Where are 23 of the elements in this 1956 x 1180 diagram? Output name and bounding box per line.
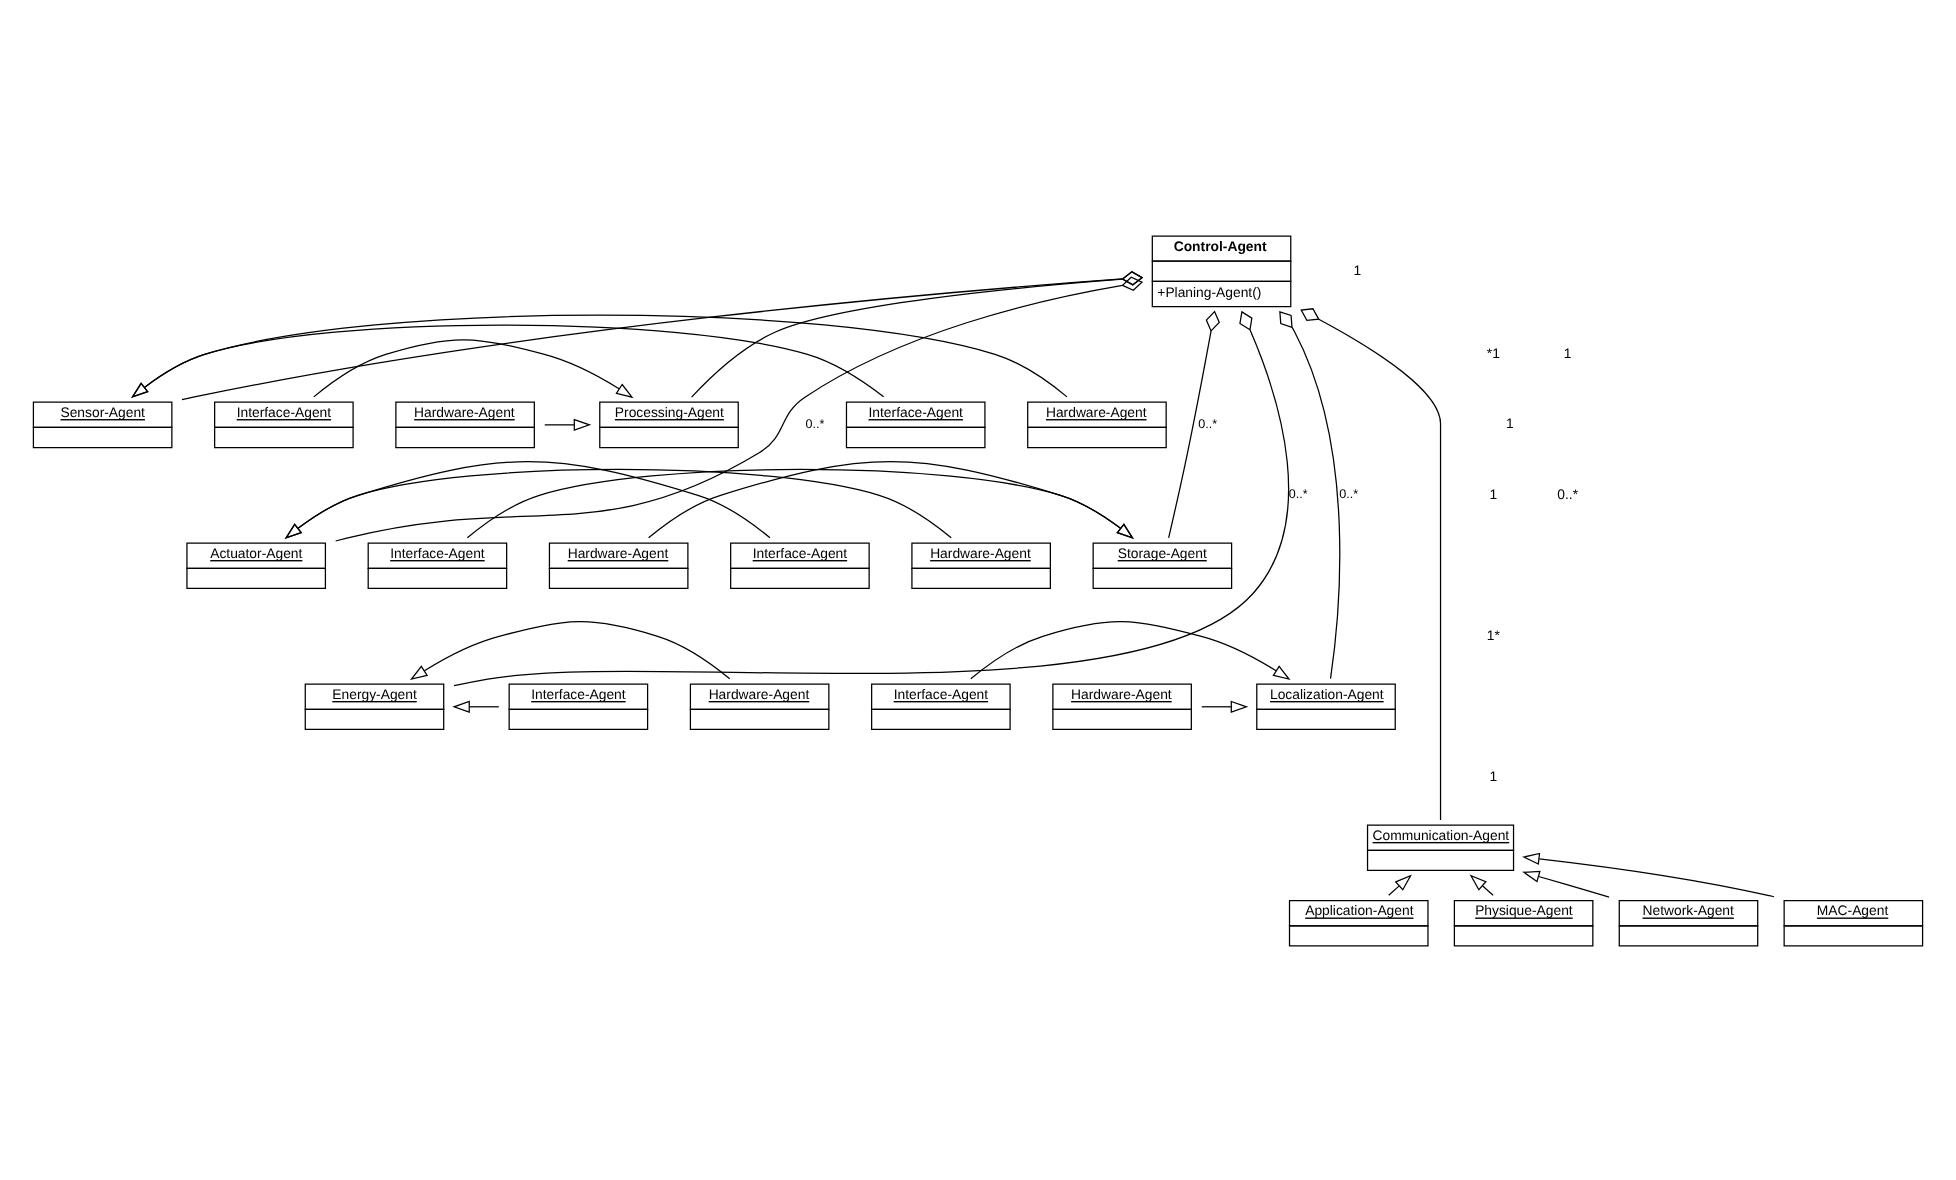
arrow [452,699,500,712]
arrow [1522,851,1775,897]
arrow [409,620,731,680]
arrow [131,323,885,398]
arrow [1522,869,1610,897]
arrow [970,620,1291,680]
arrow [284,460,771,539]
arrow [131,313,1068,398]
connector [1168,309,1220,538]
connector [453,309,1290,686]
connector [1300,307,1442,820]
arrow [313,338,634,398]
connector [1279,309,1341,679]
arrow [1388,873,1412,895]
arrow [544,417,592,431]
arrow [284,467,952,539]
connector [690,270,1144,397]
arrow [647,460,1134,539]
arrow [466,467,1134,539]
arrow [1201,699,1249,712]
arrow [1469,873,1494,895]
connector [335,275,1144,541]
connector [181,270,1144,400]
